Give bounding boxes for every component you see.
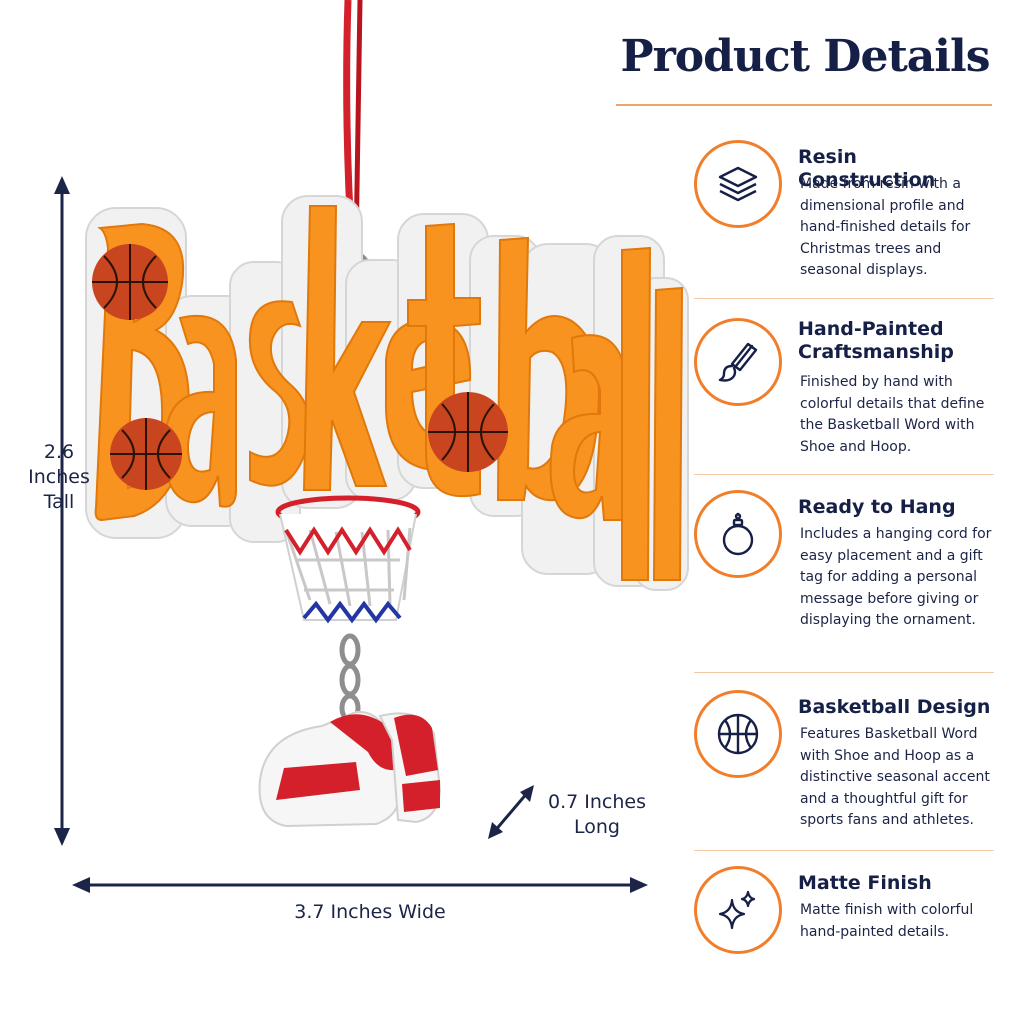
height-unit: Inches (28, 466, 90, 488)
feature-description: Features Basketball Word with Shoe and H… (800, 726, 990, 828)
height-descriptor: Tall (43, 491, 75, 513)
feature-title: Ready to Hang (798, 496, 956, 518)
feature-matte-finish: Matte Finish Matte finish with colorful … (694, 866, 1024, 976)
panel-title: Product Details (620, 31, 991, 82)
product-stage: 2.6 Inches Tall 0.7 Inches Long 3.7 Inch… (14, 0, 689, 923)
height-arrow-bottom (54, 828, 70, 846)
feature-divider (694, 672, 994, 673)
feature-divider (694, 474, 994, 475)
feature-hand-painted: Hand-Painted Craftsmanship Finished by h… (694, 318, 1024, 468)
height-value: 2.6 (43, 441, 75, 463)
ornament-icon (694, 490, 782, 578)
feature-divider (694, 850, 994, 851)
depth-dimension-label: 0.7 Inches Long (532, 790, 662, 840)
depth-arrow-line (492, 791, 530, 833)
basketball-decorations (92, 244, 508, 490)
sparkle-icon (694, 866, 782, 954)
feature-description: Made from resin with a dimensional profi… (800, 176, 971, 278)
feature-title: Resin Construction (798, 146, 936, 191)
height-dimension-label: 2.6 Inches Tall (14, 440, 104, 515)
depth-arrow-bottom (488, 822, 503, 839)
feature-description: Matte finish with colorful hand-painted … (800, 902, 974, 940)
width-arrow-left (72, 877, 90, 893)
basketball-icon (694, 690, 782, 778)
feature-divider (694, 298, 994, 299)
feature-title: Basketball Design (798, 696, 991, 718)
dimension-arrows (54, 176, 648, 893)
depth-arrow-top (520, 785, 534, 802)
height-arrow-top (54, 176, 70, 194)
sneakers (258, 710, 442, 828)
basketball-ornament-image (85, 0, 689, 828)
product-details-panel: Product Details Resin Construction Made … (616, 0, 1024, 1024)
feature-description: Includes a hanging cord for easy placeme… (800, 526, 992, 628)
layers-icon (694, 140, 782, 228)
width-dimension-label: 3.7 Inches Wide (294, 901, 446, 923)
feature-resin-construction: Resin Construction Made from resin with … (694, 140, 1024, 290)
feature-description: Finished by hand with colorful details t… (800, 374, 985, 455)
depth-descriptor: Long (574, 816, 620, 838)
paintbrush-icon (694, 318, 782, 406)
feature-basketball-design: Basketball Design Features Basketball Wo… (694, 690, 1024, 840)
feature-title: Matte Finish (798, 872, 932, 894)
width-arrow-right (630, 877, 648, 893)
feature-ready-to-hang: Ready to Hang Includes a hanging cord fo… (694, 490, 1024, 660)
feature-title: Hand-Painted Craftsmanship (798, 318, 954, 363)
title-underline (616, 104, 992, 106)
depth-value: 0.7 Inches (548, 791, 646, 813)
